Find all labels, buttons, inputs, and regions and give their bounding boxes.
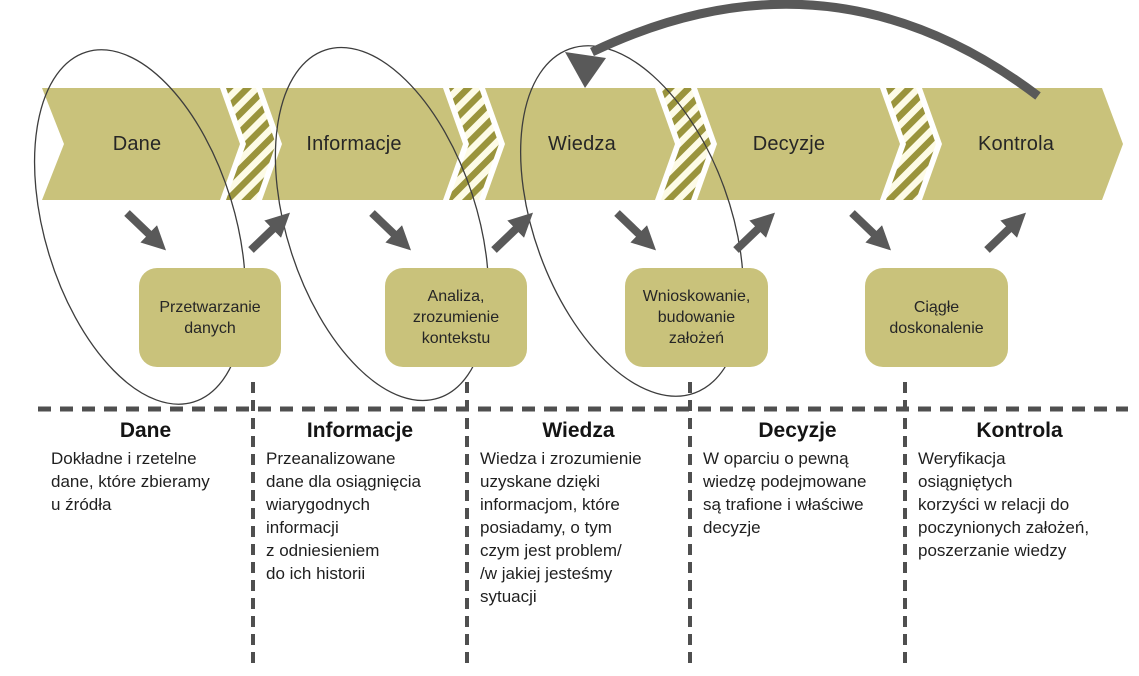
feedback-arc [590,0,1041,100]
column-decyzje: Decyzje W oparciu o pewną wiedzę podejmo… [692,419,903,539]
column-title-wiedza: Wiedza [542,419,615,442]
separator-chevron-1 [220,88,282,200]
column-title-decyzje: Decyzje [758,419,837,442]
flow-up-arrow-4 [984,212,1027,253]
process-box-ciagle-doskonalenie: Ciągłe doskonalenie [865,268,1008,367]
process-band-shape [42,88,1123,200]
loop-ellipse-informacje [274,46,490,402]
loop-ellipse-dane [33,49,247,405]
column-body-wiedza: Wiedza i zrozumienie uzyskane dzięki inf… [480,449,642,606]
flow-down-arrow-1 [124,210,167,251]
separator-chevron-4 [880,88,942,200]
column-title-dane: Dane [119,419,172,442]
column-kontrola: Kontrola Weryfikacja osiągniętych korzyś… [907,419,1132,562]
flow-up-arrow-2 [491,212,534,253]
band-segment-dane: Dane [112,133,162,155]
flow-down-arrow-4 [849,210,892,251]
feedback-arc-arrowhead-icon [565,52,606,88]
column-title-informacje: Informacje [306,419,414,442]
band-segment-kontrola: Kontrola [977,133,1055,155]
band-segment-informacje: Informacje [306,133,402,155]
process-box-wnioskowanie: Wnioskowanie, budowanie założeń [625,268,768,367]
process-box-analiza: Analiza, zrozumienie kontekstu [385,268,527,367]
column-body-decyzje: W oparciu o pewną wiedzę podejmowane są … [703,449,867,537]
separator-chevron-3 [655,88,717,200]
column-dane: Dane Dokładne i rzetelne dane, które zbi… [40,419,251,516]
band-segment-wiedza: Wiedza [548,133,616,155]
flow-up-arrow-1 [248,212,291,253]
loop-ellipse-wiedza [520,45,744,397]
column-title-kontrola: Kontrola [976,419,1063,442]
column-informacje: Informacje Przeanalizowane dane dla osią… [255,419,465,585]
column-body-dane: Dokładne i rzetelne dane, które zbieramy… [51,449,210,514]
column-body-kontrola: Weryfikacja osiągniętych korzyści w rela… [918,449,1090,560]
band-segment-decyzje: Decyzje [752,133,826,155]
column-body-informacje: Przeanalizowane dane dla osiągnięcia wia… [266,449,422,583]
process-box-przetwarzanie-danych: Przetwarzanie danych [139,268,281,367]
flow-down-arrow-3 [614,210,657,251]
separator-chevron-2 [443,88,505,200]
column-wiedza: Wiedza Wiedza i zrozumienie uzyskane dzi… [469,419,688,608]
flow-down-arrow-2 [369,210,412,251]
flow-up-arrow-3 [733,212,776,253]
